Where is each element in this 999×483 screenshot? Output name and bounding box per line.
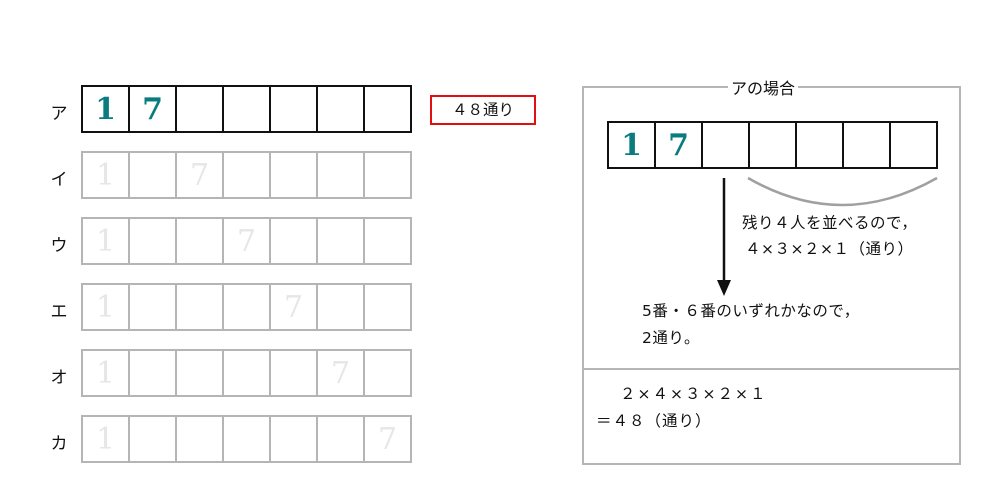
grid-cell [844, 123, 891, 167]
row-label: ア [50, 104, 68, 124]
grid-cell [271, 219, 318, 263]
grid-cell [271, 153, 318, 197]
row-label: イ [50, 170, 68, 190]
answer-box: ４８通り [430, 95, 536, 125]
grid-cell [130, 417, 177, 461]
grid-cell [177, 351, 224, 395]
grid-cell: 1 [609, 123, 656, 167]
grid-cell: 7 [656, 123, 703, 167]
grid-cell: 1 [83, 153, 130, 197]
grid-cell [177, 87, 224, 131]
grid-cell [271, 351, 318, 395]
grid-cell: 1 [83, 219, 130, 263]
grid-cell: 7 [377, 422, 398, 457]
remaining-line1: 残り４人を並べるので， [742, 214, 918, 232]
bracket-arc [747, 176, 938, 207]
grid-cell [177, 417, 224, 461]
position-line2: 2通り。 [642, 329, 701, 347]
row-label: カ [50, 434, 68, 454]
grid-cell [318, 285, 365, 329]
row-label: エ [50, 302, 68, 322]
grid-cell [224, 417, 271, 461]
row-label: ウ [50, 236, 68, 256]
grid-cell [318, 87, 365, 131]
grid-cell: 1 [83, 285, 130, 329]
grid-cell [224, 87, 271, 131]
remaining-line2: ４×３×２×１（通り） [745, 240, 914, 258]
grid-cell [177, 219, 224, 263]
grid-cell: 7 [271, 285, 318, 329]
grid-cell [224, 153, 271, 197]
position-line1: 5番・６番のいずれかなので， [642, 302, 860, 320]
grid-cell [271, 87, 318, 131]
grid-cell [271, 417, 318, 461]
grid-cell: 7 [318, 351, 365, 395]
grid-cell: 7 [130, 87, 177, 131]
grid-cell [177, 285, 224, 329]
grid-cell [224, 285, 271, 329]
case-panel-title: アの場合 [728, 75, 799, 99]
grid-cell: 7 [224, 219, 271, 263]
grid-cell [318, 219, 365, 263]
grid-cell [797, 123, 844, 167]
grid-cell: 7 [177, 153, 224, 197]
grid-cell [130, 219, 177, 263]
grid-cell: 1 [83, 87, 130, 131]
grid-cell [130, 285, 177, 329]
grid-cell [224, 351, 271, 395]
grid-cell [130, 153, 177, 197]
arrow-head [717, 280, 731, 296]
calc-line2: ＝４８（通り） [596, 412, 712, 430]
grid-cell [130, 351, 177, 395]
grid-cell: 1 [83, 351, 130, 395]
row-label: オ [50, 368, 68, 388]
grid-cell [703, 123, 750, 167]
grid-cell [318, 153, 365, 197]
case-divider [584, 368, 959, 370]
calc-line1: ２×４×３×２×１ [620, 385, 768, 403]
grid-cell [750, 123, 797, 167]
grid-cell: 1 [83, 417, 130, 461]
grid-cell [318, 417, 365, 461]
